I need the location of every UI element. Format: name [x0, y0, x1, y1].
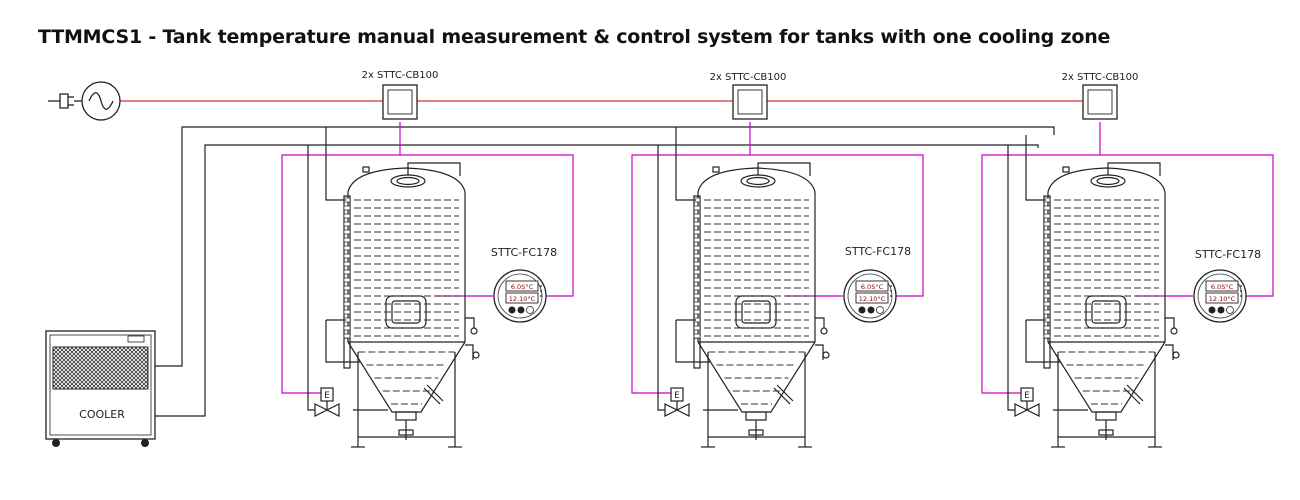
valve-label-1: E [324, 391, 330, 401]
power-source-icon [48, 81, 121, 121]
display-bottom-3: 12.10°C [1209, 295, 1236, 303]
display-top-2: 6.0S°C [861, 283, 884, 291]
display-top-1: 6.0S°C [511, 283, 534, 291]
cooler-label: COOLER [79, 408, 125, 421]
cooler-unit: COOLER [45, 330, 156, 447]
tank-unit-3: 2x STTC-CB100 STTC-FC178 6.0S°C 12.10°C … [981, 72, 1274, 448]
cb-label-1: 2x STTC-CB100 [362, 70, 439, 81]
display-bottom-1: 12.10°C [509, 295, 536, 303]
fc-label-2: STTC-FC178 [845, 245, 911, 258]
display-top-3: 6.0S°C [1211, 283, 1234, 291]
fc-label-1: STTC-FC178 [491, 246, 557, 259]
tank-unit-1: 2x STTC-CB100 STTC-FC178 6.0S°C 12.10°C … [281, 70, 574, 448]
cb-label-3: 2x STTC-CB100 [1062, 72, 1139, 83]
tank-unit-2: 2x STTC-CB100 STTC-FC178 6.0S°C 12.10°C … [631, 72, 924, 448]
valve-label-3: E [1024, 391, 1030, 401]
fc-label-3: STTC-FC178 [1195, 248, 1261, 261]
valve-label-2: E [674, 391, 680, 401]
cooler-grille [52, 346, 149, 390]
display-bottom-2: 12.10°C [859, 295, 886, 303]
cb-label-2: 2x STTC-CB100 [710, 72, 787, 83]
page-title: TTMMCS1 - Tank temperature manual measur… [38, 26, 1111, 48]
cooling-header [155, 126, 1055, 417]
